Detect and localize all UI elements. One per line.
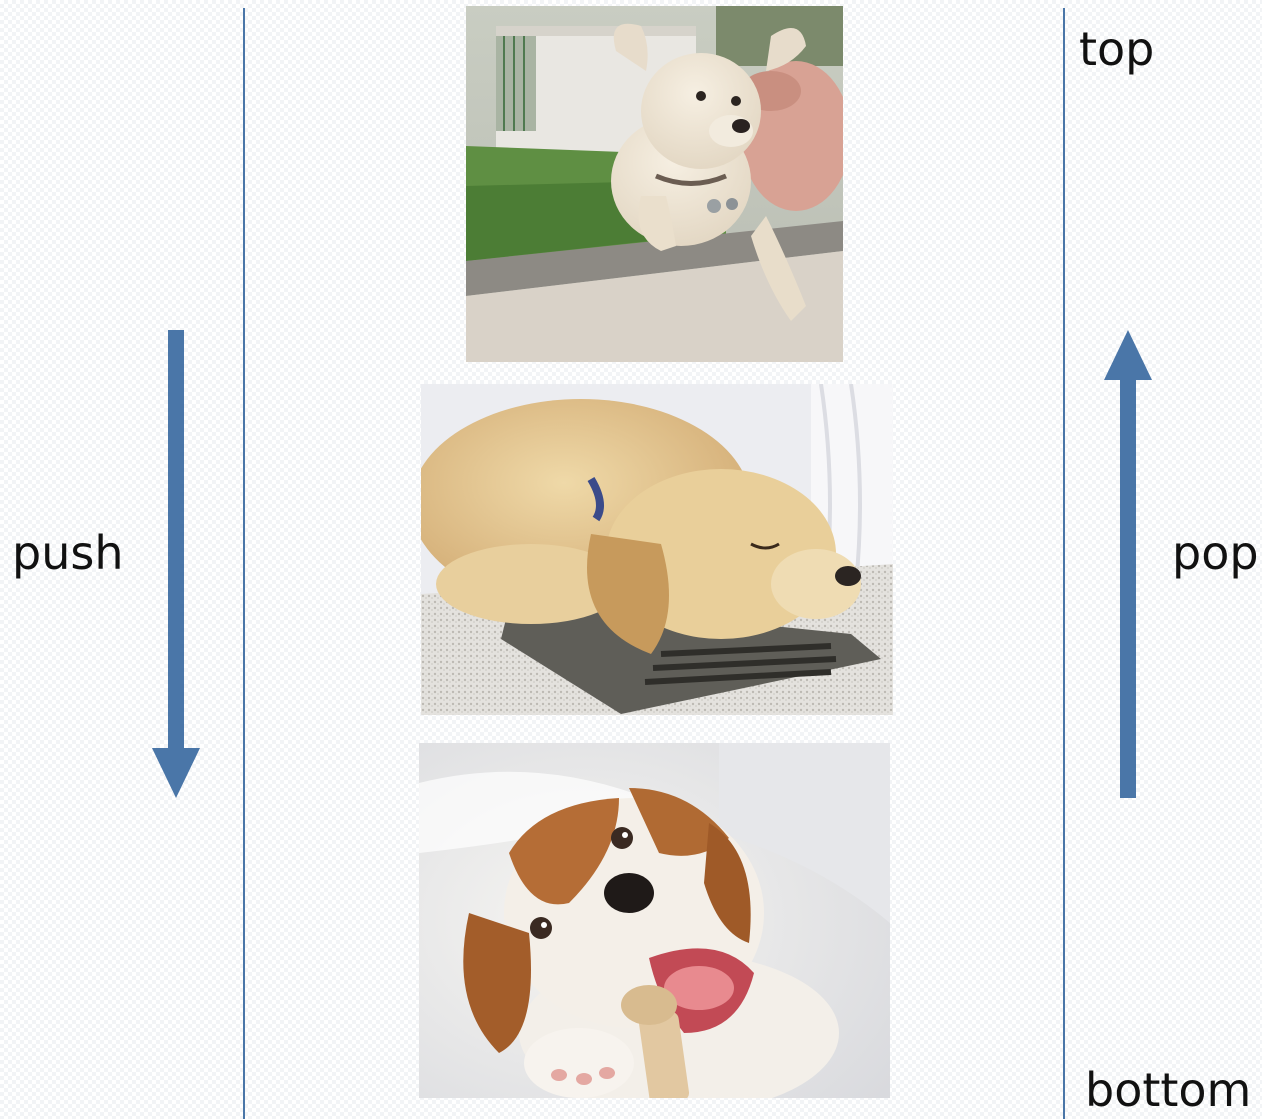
top-label: top (1079, 22, 1155, 76)
stack-item-middle-photo (421, 384, 893, 715)
pop-arrow-icon (1102, 330, 1154, 804)
puppy-sleeping-photo (421, 384, 893, 715)
puppy-chewing-photo (419, 743, 890, 1098)
stack-item-bottom-photo (419, 743, 890, 1098)
stack-item-top-photo (466, 6, 843, 362)
puppy-held-photo (466, 6, 843, 362)
stack-left-wall (243, 8, 245, 1119)
bottom-label: bottom (1085, 1063, 1252, 1117)
push-label: push (12, 526, 124, 580)
stack-right-wall (1063, 8, 1065, 1119)
pop-label: pop (1172, 526, 1259, 580)
push-arrow-icon (150, 330, 202, 804)
